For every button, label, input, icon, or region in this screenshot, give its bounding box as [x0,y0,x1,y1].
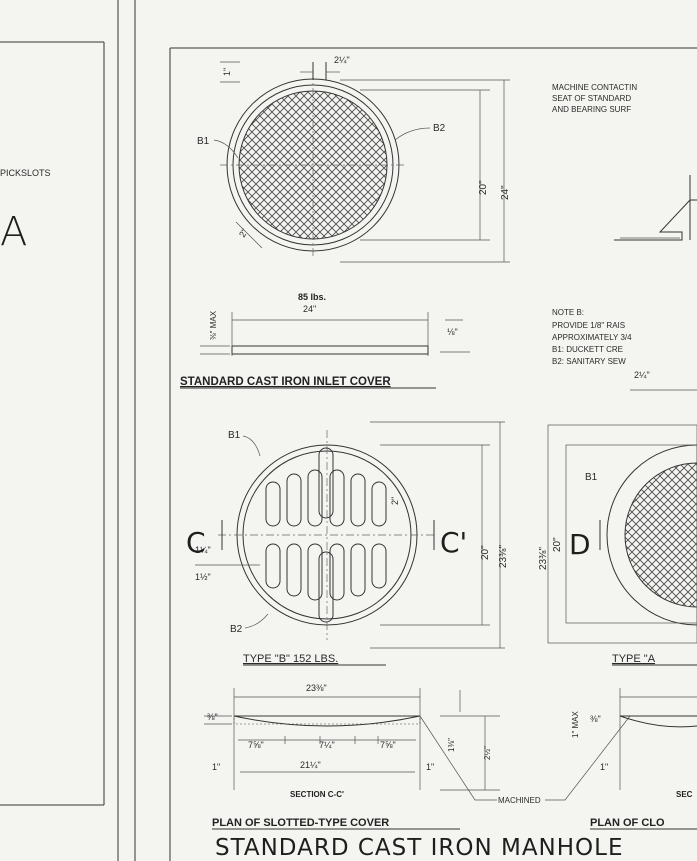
section-cc: 23⅜" ⅜" 7⅝" 7¼" 7⅝" 21¼" 1" 1" 1⅜" 2½" S… [204,683,631,830]
note-line-4: B1: DUCKETT CRE [552,345,623,354]
machine-line-1: MACHINE CONTACTIN [552,83,637,92]
type-b-dim-2: 2" [390,497,400,505]
inlet-dim-rim: 2" [237,227,250,239]
section-cc-label: SECTION C-C' [290,790,344,799]
slots [265,447,387,623]
inlet-label-b2: B2 [433,123,446,134]
main-title: STANDARD CAST IRON MANHOLE [215,835,624,861]
inlet-dim-width: 24" [303,304,316,314]
type-b-dim-23: 23⅜" [498,545,509,568]
section-cc-dim-bottom: 21¼" [300,760,321,770]
type-b-section-left: C [186,526,206,559]
inlet-dim-gap: 2¼" [334,55,350,65]
type-b-dim-slot1: 1¼" [195,545,211,555]
section-d-caption: PLAN OF CLO [590,817,665,829]
inlet-cover-section: 85 lbs. 24" ⅜" MAX ⅛" STANDARD CAST IRON… [180,292,470,389]
type-b-plan: C C' B1 B2 1¼" 1½" 2" 20" 23⅜" TYPE "B" … [186,421,509,666]
section-cc-dim-a: 7⅝" [248,740,264,750]
section-cc-dim-c: 7⅝" [380,740,396,750]
section-d-dim-max: 1" MAX [571,710,580,738]
inlet-dim-max: ⅜" MAX [209,310,218,340]
notes-dim-top-right: 2¼" [634,370,650,380]
drawing-frame [169,47,697,861]
section-cc-dim-1b: 1" [426,762,434,772]
type-a-section-left: D [569,528,591,561]
inlet-dim-side: ⅛" [447,327,458,337]
inlet-dim-top: 1" [222,68,232,76]
type-b-dim-slot2: 1½" [195,572,211,582]
type-b-label-b1: B1 [228,430,241,441]
section-cc-dim-h: 1⅜" [447,738,456,752]
inlet-weight: 85 lbs. [298,292,326,302]
inlet-cover-plan: 2¼" 1" B1 B2 2" 20" 24" [197,55,511,263]
section-cc-dim-b: 7¼" [319,740,335,750]
type-b-caption: TYPE "B" 152 LBS. [243,653,338,665]
type-a-caption: TYPE "A [612,653,656,665]
inlet-title: STANDARD CAST IRON INLET COVER [180,376,391,388]
section-cc-machined: MACHINED [498,796,541,805]
section-cc-dim-h2: 2½" [483,746,492,760]
type-a-plan: D B1 23⅜" 20" TYPE "A [538,424,697,666]
inlet-dim-24: 24" [500,185,511,200]
type-b-dim-20: 20" [480,545,491,560]
big-letter: A [0,209,27,255]
type-a-label-b1: B1 [585,472,598,483]
section-cc-dim-edge: ⅜" [207,712,218,722]
note-line-3: APPROXIMATELY 3/4 [552,333,632,342]
inlet-label-b1: B1 [197,136,210,147]
machine-line-2: SEAT OF STANDARD [552,94,631,103]
machine-line-3: AND BEARING SURF [552,105,631,114]
type-a-dim-23: 23⅜" [538,547,549,570]
notes-area: MACHINE CONTACTIN SEAT OF STANDARD AND B… [552,83,697,391]
section-d-label: SEC [676,790,693,799]
section-cc-caption: PLAN OF SLOTTED-TYPE COVER [212,817,389,829]
type-a-dim-20: 20" [552,537,563,552]
left-panel: PICKSLOTS A [0,0,136,861]
section-cc-dim-1: 1" [212,762,220,772]
section-cc-dim-top: 23⅜" [306,683,327,693]
type-b-label-b2: B2 [230,624,243,635]
note-line-1: NOTE B: [552,308,584,317]
section-d-dim-1: 1" [600,762,608,772]
note-line-2: PROVIDE 1/8" RAIS [552,321,625,330]
pickslots-text: PICKSLOTS [0,168,51,178]
inlet-dim-20: 20" [478,180,489,195]
note-line-5: B2: SANITARY SEW [552,357,626,366]
section-d-dim-edge: ⅜" [590,714,601,724]
section-d: 1" MAX ⅜" 1" SEC PLAN OF CLO [571,688,697,830]
type-b-section-right: C' [440,526,467,559]
